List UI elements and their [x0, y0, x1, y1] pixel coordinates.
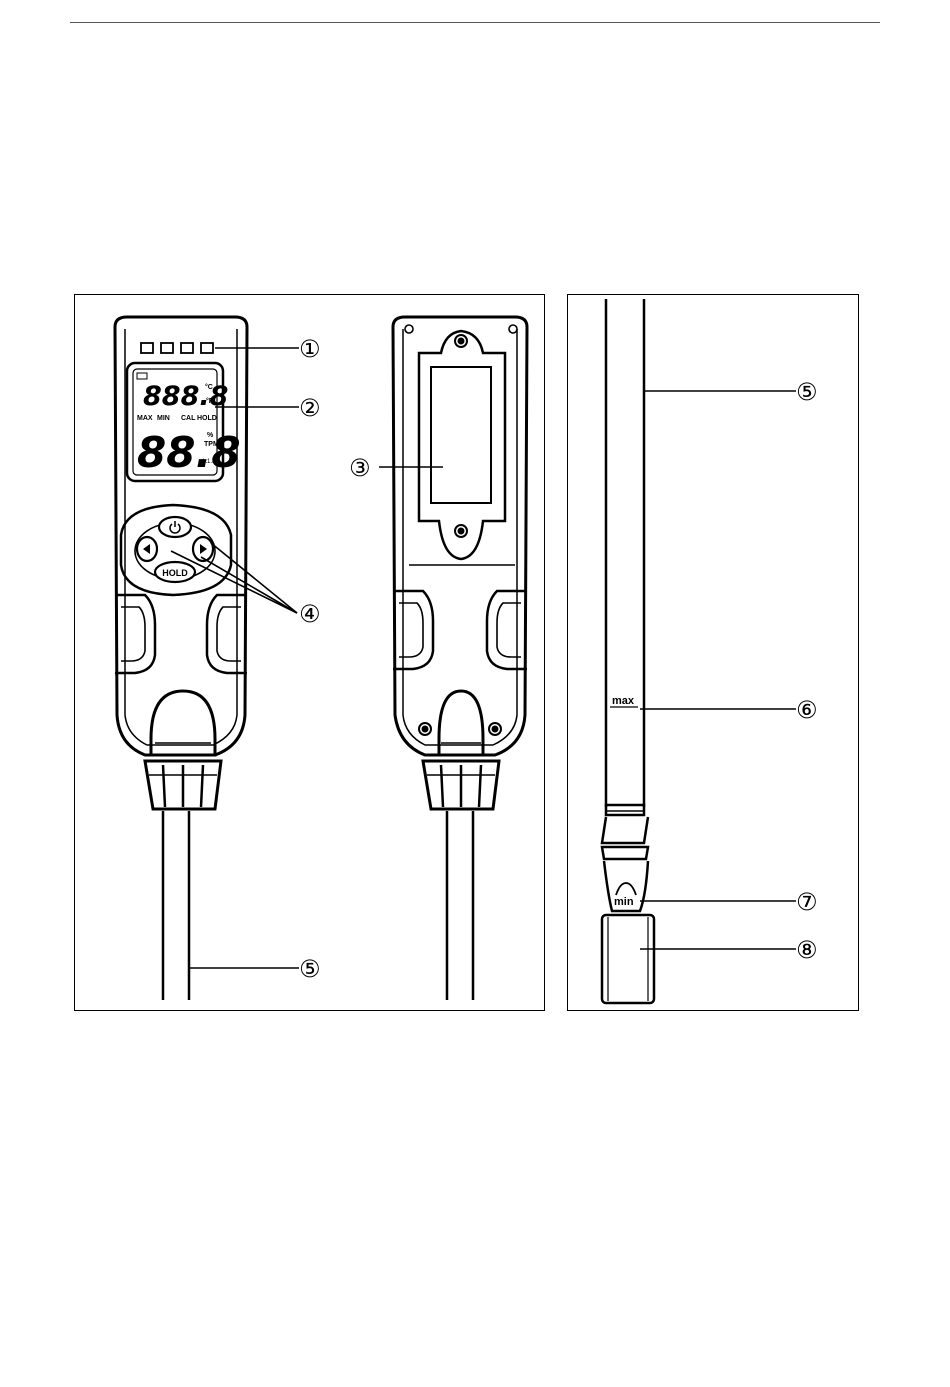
callout-1: ① [299, 335, 321, 363]
lcd-unit-percent: % [207, 432, 214, 439]
svg-text:⑦: ⑦ [796, 888, 818, 916]
callout-5-probe: ⑤ [796, 378, 818, 406]
callout-7: ⑦ [796, 888, 818, 916]
hold-button[interactable]: HOLD [155, 562, 195, 582]
lcd-unit-tpm: TPM [204, 441, 219, 448]
probe-tip [602, 817, 654, 1003]
probe-callouts: ⑤ ⑥ ⑦ ⑧ [796, 378, 818, 964]
svg-text:⑤: ⑤ [796, 378, 818, 406]
lcd-battery-marker: (x1.3) [202, 459, 217, 465]
min-mark: min [614, 896, 634, 908]
back-view [393, 317, 527, 1000]
svg-text:⑤: ⑤ [299, 955, 321, 983]
leader-lines-probe [640, 391, 796, 949]
lcd-unit-c: °C [205, 383, 213, 391]
probe-shaft [606, 299, 644, 815]
callout-3: ③ [349, 454, 371, 482]
lcd-mode-hold: HOLD [197, 415, 217, 422]
callout-8: ⑧ [796, 936, 818, 964]
callout-6: ⑥ [796, 696, 818, 724]
header-rule [70, 22, 880, 23]
callout-5: ⑤ [299, 955, 321, 983]
indicator-lights [141, 343, 213, 353]
power-button[interactable] [159, 517, 191, 537]
probe-panel: max min ⑤ ⑥ ⑦ ⑧ [567, 294, 859, 1011]
svg-text:⑥: ⑥ [796, 696, 818, 724]
lcd-mode-min: MIN [157, 415, 170, 422]
svg-text:①: ① [299, 335, 321, 363]
lcd-content: 888.8 °C °F MAX MIN CAL HOLD 88.8 % TPM … [137, 373, 241, 477]
battery-icon [137, 373, 147, 379]
svg-text:②: ② [299, 394, 321, 422]
left-button[interactable] [137, 537, 157, 561]
device-views-panel: 888.8 °C °F MAX MIN CAL HOLD 88.8 % TPM … [74, 294, 545, 1011]
lcd-unit-f: °F [206, 397, 214, 405]
lcd-bottom-digits: 88.8 [137, 428, 241, 477]
svg-text:③: ③ [349, 454, 371, 482]
hold-button-label: HOLD [162, 568, 188, 578]
svg-text:⑧: ⑧ [796, 936, 818, 964]
callout-2: ② [299, 394, 321, 422]
battery-window [431, 367, 491, 503]
max-mark: max [612, 695, 635, 707]
callouts: ① ② ③ ④ ⑤ [299, 335, 371, 983]
svg-text:④: ④ [299, 600, 321, 628]
lcd-mode-cal: CAL [181, 415, 196, 422]
lcd-mode-max: MAX [137, 415, 153, 422]
probe-sensor-cap [602, 915, 654, 1003]
callout-4: ④ [299, 600, 321, 628]
